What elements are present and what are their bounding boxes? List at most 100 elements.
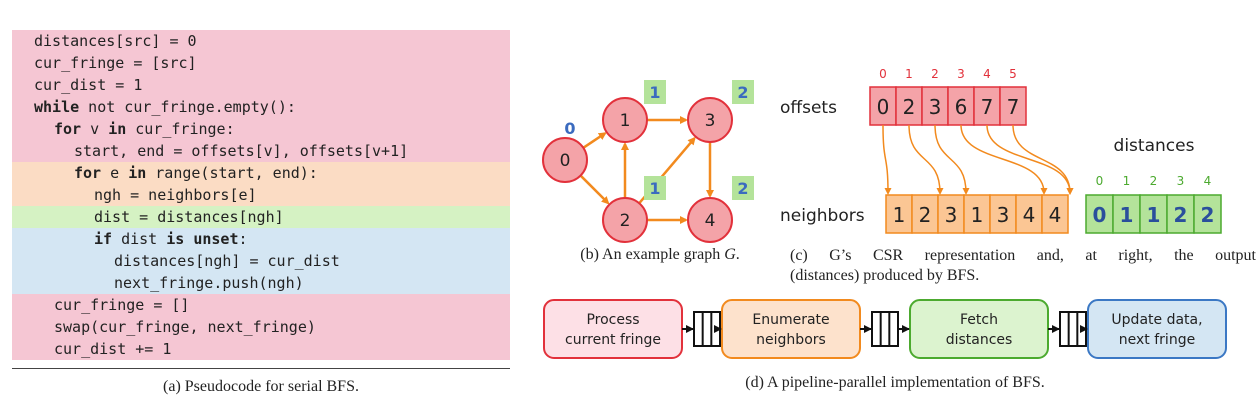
offsets-value: 0 (877, 95, 890, 119)
offset-pointer (908, 124, 944, 195)
offset-pointer (934, 124, 970, 195)
code-keyword: in (128, 164, 147, 182)
graph-edge (579, 174, 610, 205)
code-keyword: while (34, 98, 80, 116)
code-text: v (81, 120, 109, 138)
code-text: cur_dist += 1 (54, 340, 172, 358)
offset-pointer (882, 124, 892, 195)
distances-cell (1112, 194, 1141, 234)
code-line: ngh = neighbors[e] (94, 184, 257, 206)
graph-node-label: 2 (620, 211, 631, 231)
code-band-red (12, 338, 510, 360)
graph-edges (579, 116, 714, 224)
graph-node (687, 197, 733, 243)
offsets-index: 5 (1009, 67, 1017, 81)
graph-node-label: 3 (705, 111, 716, 131)
code-band-red (12, 30, 510, 52)
code-line: if dist is unset: (94, 228, 248, 250)
code-text: cur_dist = 1 (34, 76, 143, 94)
graph-node (602, 197, 648, 243)
code-line: start, end = offsets[v], offsets[v+1] (74, 140, 408, 162)
neighbors-value: 1 (893, 203, 906, 227)
code-line: cur_fringe = [] (54, 294, 189, 316)
neighbors-cell (1041, 194, 1069, 234)
offsets-index: 0 (879, 67, 887, 81)
offsets-index: 1 (905, 67, 913, 81)
code-text: cur_fringe = [] (54, 296, 190, 314)
pipeline-queue (693, 311, 721, 347)
distances-value: 2 (1201, 203, 1215, 227)
code-band-red (12, 74, 510, 96)
pipeline-stage (721, 299, 861, 359)
distances-index: 3 (1177, 174, 1185, 188)
code-band-red (12, 140, 510, 162)
code-band-red (12, 52, 510, 74)
code-text: range(start, end): (146, 164, 318, 182)
caption-c-line2: (distances) produced by BFS. (790, 267, 980, 284)
code-text: dist = distances[ngh] (94, 208, 284, 226)
caption-b-suffix: . (735, 246, 740, 263)
pipeline-queue (1059, 311, 1087, 347)
distances-index: 2 (1150, 174, 1158, 188)
code-line: while not cur_fringe.empty(): (34, 96, 296, 118)
offset-pointer (986, 124, 1074, 195)
code-line: cur_fringe = [src] (34, 52, 197, 74)
code-band-blue (12, 228, 510, 250)
distance-label: 2 (737, 83, 748, 102)
distances-cell (1139, 194, 1168, 234)
code-line: for v in cur_fringe: (54, 118, 235, 140)
offsets-cell (947, 86, 975, 126)
offsets-cell (999, 86, 1027, 126)
distances-cell (1193, 194, 1222, 234)
pipeline-stage (543, 299, 683, 359)
neighbors-value: 1 (971, 203, 984, 227)
pipeline-stage-line2: current fringe (565, 332, 661, 348)
code-text: dist (112, 230, 167, 248)
caption-b: (b) An example graph G. (540, 246, 780, 264)
neighbors-cell (911, 194, 939, 234)
distances-index: 4 (1204, 174, 1212, 188)
graph-node (687, 97, 733, 143)
code-text: swap(cur_fringe, next_fringe) (54, 318, 316, 336)
caption-a: (a) Pseudocode for serial BFS. (163, 378, 359, 395)
neighbors-cell (885, 194, 913, 234)
pipeline-stage-line1: Process (586, 312, 639, 328)
code-line: distances[ngh] = cur_dist (114, 250, 340, 272)
code-band-blue (12, 250, 510, 272)
code-text: next_fringe.push(ngh) (114, 274, 304, 292)
code-keyword: for (74, 164, 102, 182)
graph-node (542, 137, 588, 183)
distance-label-box (644, 80, 666, 104)
code-text: : (238, 230, 248, 248)
code-line: cur_dist = 1 (34, 74, 142, 96)
graph-edge (582, 132, 607, 149)
offsets-value: 6 (955, 95, 968, 119)
offsets-value: 3 (929, 95, 942, 119)
neighbors-value: 2 (919, 203, 932, 227)
offsets-index: 3 (957, 67, 965, 81)
pipeline-stage-line1: Fetch (960, 312, 998, 328)
pipeline-stage-line2: neighbors (756, 332, 826, 348)
code-keyword: for (54, 120, 82, 138)
code-text: start, end = offsets[v], offsets[v+1] (74, 142, 409, 160)
code-band-blue (12, 272, 510, 294)
code-band-red (12, 316, 510, 338)
pipeline-stage (909, 299, 1049, 359)
distances-label: distances (1114, 136, 1195, 156)
offsets-index: 2 (931, 67, 939, 81)
offsets-label: offsets (780, 98, 837, 118)
code-line: for e in range(start, end): (74, 162, 318, 184)
code-text: distances[src] = 0 (34, 32, 197, 50)
code-line: distances[src] = 0 (34, 30, 197, 52)
distance-label: 1 (649, 179, 660, 198)
code-text: distances[ngh] = cur_dist (114, 252, 340, 270)
neighbors-value: 4 (1023, 203, 1036, 227)
distance-label-box (732, 80, 754, 104)
graph-node (602, 97, 648, 143)
caption-c-line1: (c) G’s CSR representation and, at right… (790, 247, 1256, 264)
code-band-red (12, 96, 510, 118)
code-text: e (101, 164, 129, 182)
